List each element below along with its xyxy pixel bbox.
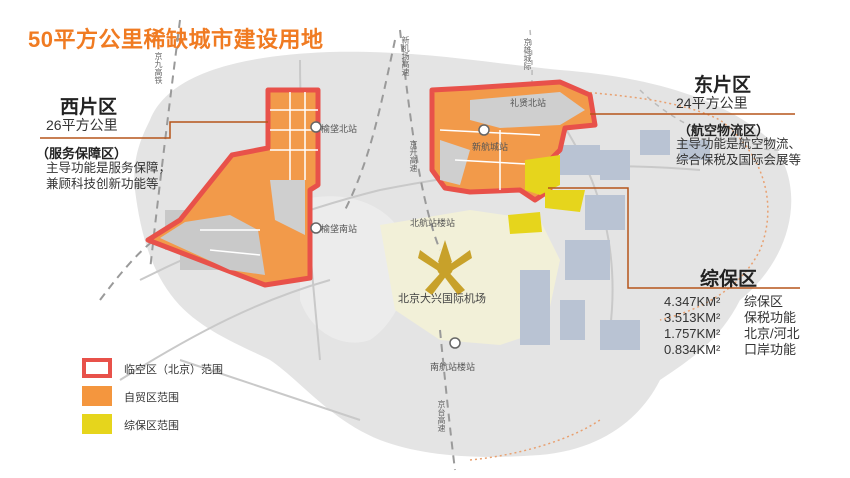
legend-swatch-boundary xyxy=(82,358,112,378)
station-markers xyxy=(310,121,490,349)
label-road-jingtai: 京台高速 xyxy=(437,400,446,432)
label-lixian-north: 礼贤北站 xyxy=(510,98,547,108)
map-patch xyxy=(300,196,409,343)
west-zone-subtitle: （服务保障区） xyxy=(36,146,128,161)
label-north-terminal: 北航站楼站 xyxy=(410,218,456,228)
dotted-boundary xyxy=(469,89,769,461)
page-title: 50平方公里稀缺城市建设用地 xyxy=(28,27,324,52)
east-zone-desc-2: 综合保税及国际会展等 xyxy=(676,153,802,167)
leader-lines xyxy=(40,113,800,289)
west-zone-grid xyxy=(200,92,318,256)
west-zone-area: 26平方公里 xyxy=(46,117,118,133)
west-zone-grey-2 xyxy=(270,180,305,235)
urban-fabric-east xyxy=(520,130,710,350)
airport-terminal-icon xyxy=(418,240,472,295)
label-road-jingxiong: 京雄城际 xyxy=(523,38,532,70)
east-zone-grey-2 xyxy=(440,140,470,185)
east-zone-name: 东片区 xyxy=(694,75,752,96)
east-zone-desc-1: 主导功能是航空物流、 xyxy=(676,137,802,151)
rail-lines xyxy=(99,19,456,471)
airport-zone xyxy=(380,210,560,345)
label-airport: 北京大兴国际机场 xyxy=(398,293,486,305)
east-zone-area: 24平方公里 xyxy=(676,95,748,111)
legend-swatch-bonded xyxy=(82,414,112,434)
label-yuxi-north: 榆垡北站 xyxy=(321,124,358,134)
bonded-zone-areas xyxy=(508,155,585,234)
label-xinhang-city: 新航城站 xyxy=(472,142,509,152)
west-zone-desc-1: 主导功能是服务保障， xyxy=(46,161,172,175)
legend-swatch-ftz xyxy=(82,386,112,406)
rail-lines-secondary xyxy=(524,29,781,161)
east-zone-grey xyxy=(470,92,585,128)
bonded-zone-name: 综保区 xyxy=(700,269,758,290)
east-zone-subtitle: （航空物流区） xyxy=(678,123,770,138)
west-zone-desc-2: 兼顾科技创新功能等 xyxy=(46,177,159,191)
label-road-jingkai: 京开高速 xyxy=(409,140,418,172)
label-south-terminal: 南航站楼站 xyxy=(430,362,476,372)
label-yuxi-south: 榆垡南站 xyxy=(321,224,358,234)
west-zone-name: 西片区 xyxy=(60,97,118,118)
label-road-jingjiu: 京九高铁 xyxy=(154,52,163,84)
label-road-xinjichang: 新机场高速 xyxy=(401,36,410,76)
